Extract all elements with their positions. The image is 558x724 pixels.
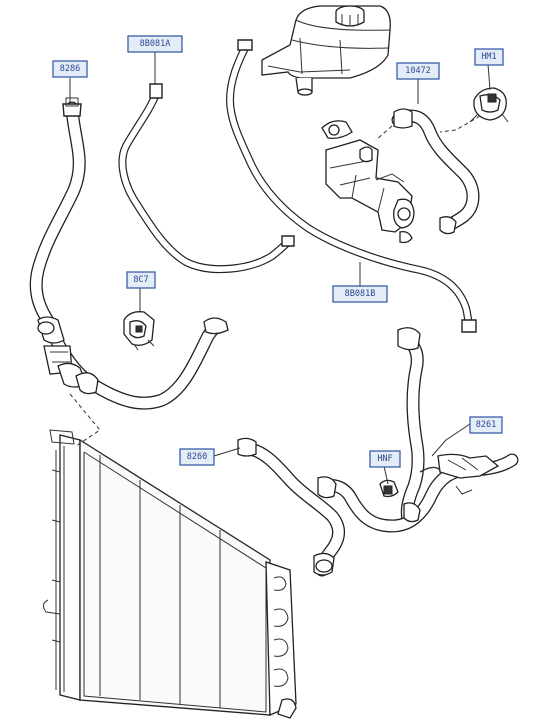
- callout-label: 8260: [187, 452, 207, 462]
- clamp-hm1: [439, 87, 509, 133]
- callout-8c7: 8C7: [126, 271, 156, 289]
- hose-8286: [29, 97, 86, 331]
- clamp-hnf: [379, 479, 399, 498]
- callout-label: 8B081B: [345, 289, 376, 299]
- hose-8B081A: [118, 83, 295, 274]
- callout-label: 8286: [60, 64, 80, 74]
- hose-10472: [375, 108, 480, 235]
- callout-hm1: HM1: [474, 48, 504, 66]
- hose-8B081B: [226, 39, 477, 333]
- radiator: [42, 429, 297, 719]
- callout-label: HNF: [377, 454, 392, 464]
- callout-label: 10472: [405, 66, 431, 76]
- coolant-expansion-tank: [261, 5, 391, 96]
- callout-8B081B: 8B081B: [332, 285, 388, 303]
- hose-8260: [237, 437, 345, 577]
- thermostat-housing: [321, 120, 415, 244]
- hose-lower-radiator: [37, 316, 229, 447]
- callout-leaders: [69, 52, 491, 485]
- callout-label: 8B081A: [140, 39, 171, 49]
- callout-8260: 8260: [179, 448, 215, 466]
- callout-hnf: HNF: [369, 450, 401, 468]
- callout-label: HM1: [481, 52, 496, 62]
- callout-8B081A: 8B081A: [127, 35, 183, 53]
- callout-8286: 8286: [52, 60, 88, 78]
- hose-8261: [317, 327, 519, 533]
- clamp-8c7: [123, 311, 155, 351]
- callout-label: 8261: [476, 420, 496, 430]
- callout-label: 8C7: [133, 275, 148, 285]
- callout-10472: 10472: [396, 62, 440, 80]
- callout-8261: 8261: [469, 416, 503, 434]
